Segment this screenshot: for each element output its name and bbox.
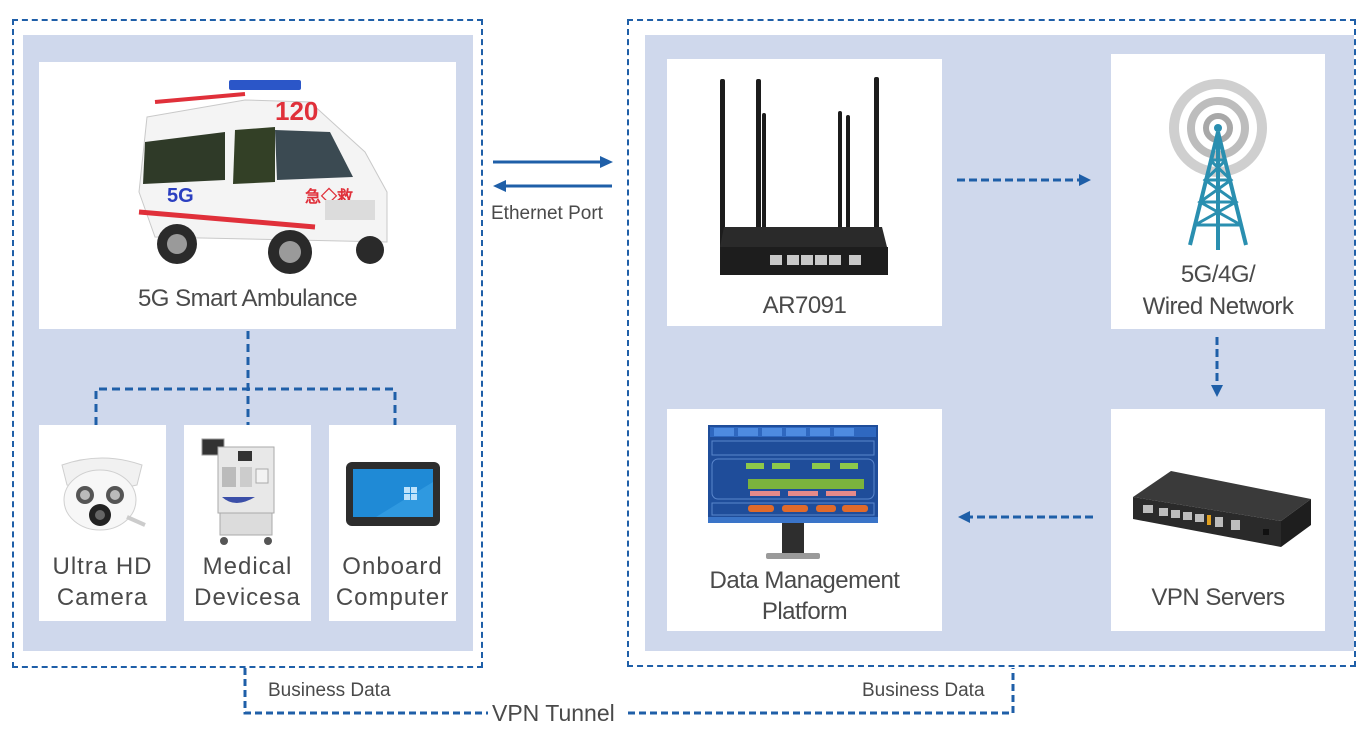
platform-label-line1: Data Management bbox=[709, 567, 900, 594]
computer-label-line1: Onboard bbox=[342, 553, 443, 580]
monitor-dashboard-icon bbox=[708, 425, 878, 559]
vpn-tunnel-label: VPN Tunnel bbox=[492, 700, 615, 726]
right-group-frame bbox=[627, 19, 1356, 667]
business-data-left-label: Business Data bbox=[268, 680, 391, 701]
medical-label-line2: Devicesa bbox=[194, 584, 301, 611]
dome-camera-icon bbox=[61, 457, 146, 531]
medical-device-icon bbox=[201, 438, 275, 545]
router-label: AR7091 bbox=[762, 292, 847, 319]
platform-card[interactable]: Data Management Platform bbox=[667, 409, 942, 631]
vpn-server-icon bbox=[1133, 471, 1311, 547]
vpn-server-label: VPN Servers bbox=[1151, 584, 1285, 611]
computer-label-line2: Computer bbox=[335, 584, 450, 611]
arrow-left-icon bbox=[493, 180, 506, 192]
router-icon bbox=[720, 77, 888, 275]
ambulance-icon: 120 5G 急◇救 bbox=[125, 72, 407, 277]
network-card[interactable]: 5G/4G/ Wired Network bbox=[1111, 54, 1325, 329]
arrow-network-to-vpn bbox=[1211, 337, 1223, 397]
ambulance-label: 5G Smart Ambulance bbox=[137, 285, 358, 312]
ambulance-card[interactable]: 120 5G 急◇救 5G Smart Ambulance bbox=[39, 62, 456, 329]
svg-text:5G: 5G bbox=[167, 185, 194, 207]
camera-label-line2: Camera bbox=[56, 584, 149, 611]
ethernet-port-label: Ethernet Port bbox=[491, 203, 603, 224]
business-data-right-label: Business Data bbox=[862, 680, 985, 701]
network-label-line1: 5G/4G/ bbox=[1180, 261, 1256, 288]
ethernet-arrows bbox=[493, 156, 613, 192]
device-card-computer[interactable]: Onboard Computer bbox=[329, 425, 456, 621]
router-card[interactable]: AR7091 bbox=[667, 59, 942, 326]
platform-label-line2: Platform bbox=[761, 598, 848, 625]
cell-tower-icon bbox=[1169, 79, 1267, 250]
arrow-vpn-to-platform bbox=[958, 511, 1093, 523]
tablet-computer-icon bbox=[346, 462, 440, 526]
medical-label-line1: Medical bbox=[202, 553, 293, 580]
device-card-camera[interactable]: Ultra HD Camera bbox=[39, 425, 166, 621]
network-label-line2: Wired Network bbox=[1142, 293, 1294, 320]
svg-text:120: 120 bbox=[275, 96, 318, 126]
device-card-medical[interactable]: Medical Devicesa bbox=[184, 425, 311, 621]
arrow-router-to-network bbox=[957, 174, 1091, 186]
device-tree-connector bbox=[94, 331, 397, 425]
left-group-frame bbox=[12, 19, 483, 668]
vpn-server-card[interactable]: VPN Servers bbox=[1111, 409, 1325, 631]
arrow-right-icon bbox=[600, 156, 613, 168]
camera-label-line1: Ultra HD bbox=[52, 553, 153, 580]
